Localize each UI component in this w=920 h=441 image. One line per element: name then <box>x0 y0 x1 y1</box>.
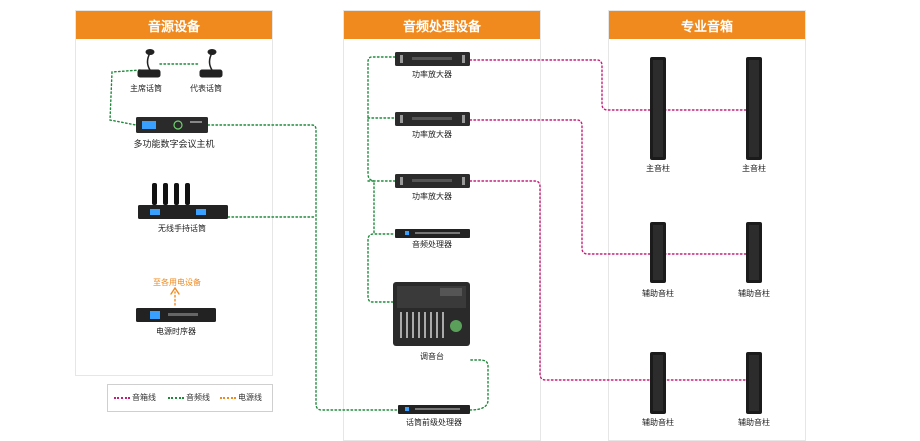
legend-audio-line: 音频线 <box>168 392 210 403</box>
delegate-mic-icon <box>199 49 223 78</box>
audio-processor-icon <box>395 229 470 238</box>
source-panel-title: 音源设备 <box>76 11 272 39</box>
delegate-mic-label: 代表话筒 <box>190 84 222 93</box>
aux1-speaker-left-icon <box>650 222 666 283</box>
power-line-arrow-head <box>170 286 180 295</box>
conference-host-icon <box>136 117 208 133</box>
aux1-speaker-left-label: 辅助音柱 <box>642 289 674 298</box>
audio-line-amp3-tap <box>367 180 375 235</box>
aux2-speaker-right-label: 辅助音柱 <box>738 418 770 427</box>
main-speaker-left-label: 主音柱 <box>646 164 670 173</box>
power-lines <box>170 286 180 306</box>
amp1-label: 功率放大器 <box>412 70 452 79</box>
legend: 音箱线 音频线 电源线 <box>107 384 273 412</box>
chair-mic-label: 主席话筒 <box>130 84 162 93</box>
audio-line-swatch <box>168 396 184 399</box>
amp3-icon <box>395 174 470 188</box>
feedback-suppressor-label: 话筒前级处理器 <box>406 418 462 427</box>
audio-line-mixer-processor <box>367 233 396 303</box>
legend-speaker-line: 音箱线 <box>114 392 156 403</box>
power-sequencer-icon <box>136 308 216 322</box>
audio-processor-label: 音频处理器 <box>412 240 452 249</box>
amp3-label: 功率放大器 <box>412 192 452 201</box>
audio-line-fbs-mixer <box>469 359 489 411</box>
speaker-line-swatch <box>114 396 130 399</box>
main-speaker-left-icon <box>650 57 666 160</box>
power-line-swatch <box>220 396 236 399</box>
power-sequencer-label: 电源时序器 <box>156 327 196 336</box>
amp2-label: 功率放大器 <box>412 130 452 139</box>
legend-power-line-label: 电源线 <box>238 393 262 402</box>
speakers-panel-title: 专业音箱 <box>609 11 805 39</box>
aux2-speaker-right-icon <box>746 352 762 414</box>
wireless-mic-label: 无线手持话筒 <box>158 224 206 233</box>
speaker-line-main <box>469 59 749 111</box>
audio-line-host-backbone <box>207 124 399 411</box>
speaker-lines <box>469 59 749 381</box>
main-speaker-right-icon <box>746 57 762 160</box>
power-to-label: 至各用电设备 <box>153 278 201 287</box>
feedback-suppressor-icon <box>398 405 470 414</box>
amp1-icon <box>395 52 470 66</box>
mixer-icon <box>393 282 470 346</box>
main-speaker-right-label: 主音柱 <box>742 164 766 173</box>
chair-mic-icon <box>137 49 161 78</box>
speaker-line-aux2 <box>469 180 749 381</box>
wireless-mic-icon <box>138 183 228 219</box>
speakers-panel: 专业音箱 <box>608 10 806 441</box>
legend-power-line: 电源线 <box>220 392 262 403</box>
audio-lines <box>109 56 489 411</box>
mixer-label: 调音台 <box>420 352 444 361</box>
legend-speaker-line-label: 音箱线 <box>132 393 156 402</box>
audio-line-mic-host <box>109 69 141 126</box>
speaker-line-aux1 <box>469 119 749 255</box>
aux2-speaker-left-label: 辅助音柱 <box>642 418 674 427</box>
processing-panel-title: 音频处理设备 <box>344 11 540 39</box>
aux1-speaker-right-label: 辅助音柱 <box>738 289 770 298</box>
aux2-speaker-left-icon <box>650 352 666 414</box>
audio-line-processor-amps <box>367 56 396 182</box>
conference-host-label: 多功能数字会议主机 <box>133 140 215 150</box>
legend-audio-line-label: 音频线 <box>186 393 210 402</box>
aux1-speaker-right-icon <box>746 222 762 283</box>
amp2-icon <box>395 112 470 126</box>
